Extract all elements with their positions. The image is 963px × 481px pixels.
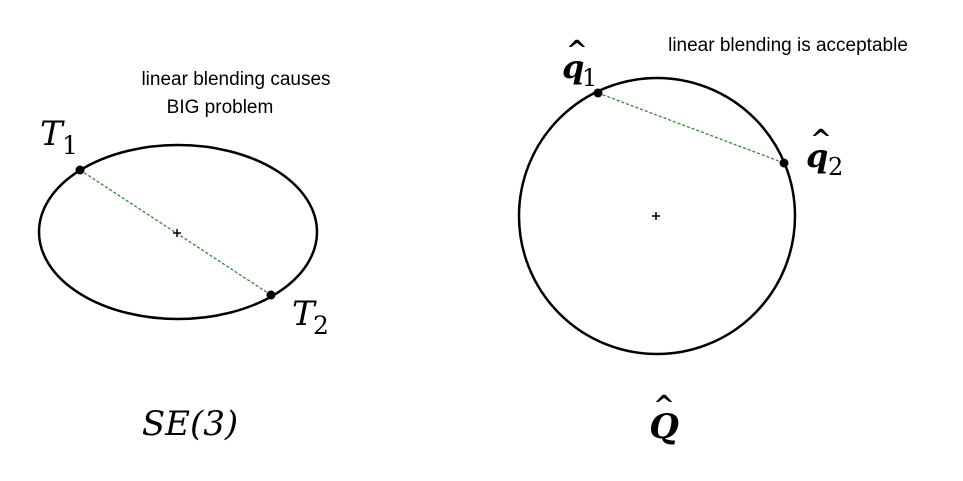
left-caption-line-1: linear blending causes <box>141 69 330 90</box>
right-center-marker <box>652 212 660 220</box>
space-label-q-hat: ^ <box>653 391 675 421</box>
right-linear-blend-line <box>597 92 785 164</box>
point-t1 <box>75 165 85 175</box>
label-t2-base: T <box>292 294 317 334</box>
right-caption: linear blending is acceptable <box>668 35 908 56</box>
point-q2 <box>779 158 789 168</box>
label-q2-sub: 2 <box>828 153 843 181</box>
space-label-q: Q <box>649 407 679 447</box>
label-t2-sub: 2 <box>313 311 329 340</box>
point-q1 <box>593 88 603 98</box>
label-q2-hat: ^ <box>810 125 832 155</box>
space-label-se3: SE(3) <box>142 404 238 444</box>
se3-manifold-ellipse <box>37 143 319 321</box>
left-center-marker <box>173 229 181 237</box>
label-q1-hat: ^ <box>566 36 588 66</box>
right-panel: linear blending is acceptable ^ q 1 ^ q … <box>517 35 908 447</box>
label-t1-base: T <box>40 114 65 154</box>
label-q1-base: q <box>562 48 584 86</box>
q-manifold-circle <box>517 76 797 356</box>
point-t2 <box>266 290 276 300</box>
label-t1-sub: 1 <box>62 131 78 160</box>
label-q2-base: q <box>806 137 828 175</box>
label-q1-sub: 1 <box>582 64 597 92</box>
left-linear-blend-line <box>79 169 272 296</box>
left-caption-line-2: BIG problem <box>167 97 274 118</box>
left-panel: linear blending causes BIG problem T 1 T… <box>37 69 331 444</box>
